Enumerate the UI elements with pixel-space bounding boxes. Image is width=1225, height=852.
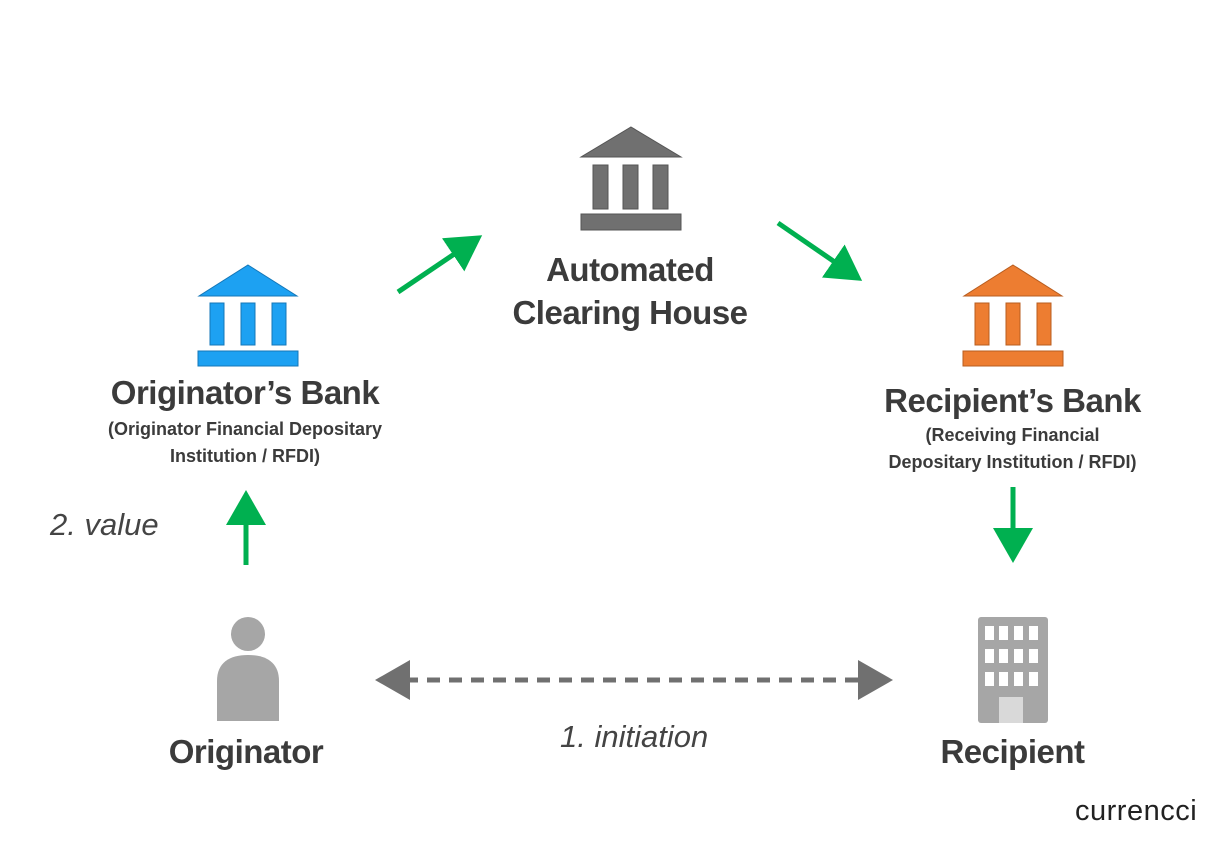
brand-logo: currencci [1075, 795, 1198, 827]
recipient-bank-subtitle-1: (Receiving Financial [925, 425, 1100, 445]
bank-icon [579, 126, 683, 231]
originator-bank-subtitle-1: (Originator Financial Depositary [107, 419, 383, 439]
arrow-originator-bank-to-ach [396, 235, 483, 295]
ach-title: Automated Clearing House [480, 248, 780, 334]
value-label: 2. value [50, 507, 159, 542]
bank-icon [962, 264, 1064, 367]
originator-bank-title: Originator’s Bank [110, 374, 380, 411]
recipient-bank-subtitle-2: Depositary Institution / RFDI) [888, 452, 1137, 472]
building-icon [978, 617, 1048, 723]
bank-icon [197, 264, 299, 367]
originator-bank-subtitle-2: Institution / RFDI) [170, 446, 320, 466]
recipient-bank-title: Recipient’s Bank [884, 382, 1141, 419]
arrow-ach-to-recipient-bank [776, 220, 863, 281]
ach-title-line2: Clearing House [512, 294, 748, 331]
recipient-title: Recipient [940, 733, 1085, 770]
originator-title: Originator [168, 733, 324, 770]
recipient-bank-label: Recipient’s Bank (Receiving Financial De… [835, 382, 1190, 476]
initiation-label: 1. initiation [560, 719, 709, 754]
originator-bank-label: Originator’s Bank (Originator Financial … [70, 374, 420, 470]
ach-title-line1: Automated [546, 251, 714, 288]
person-icon [217, 617, 279, 721]
